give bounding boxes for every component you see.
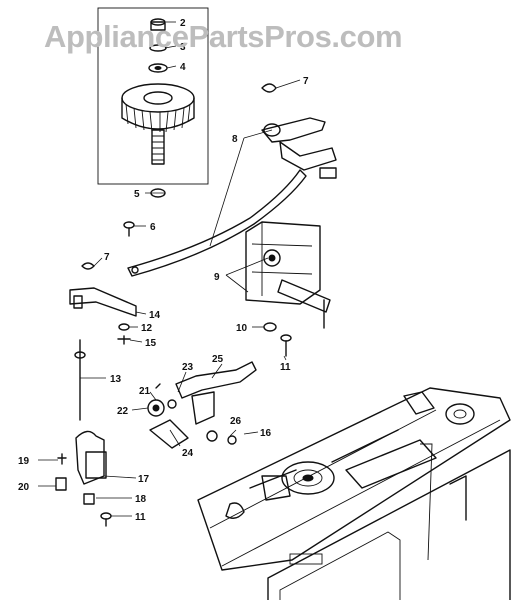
callout-11-lower: 11	[135, 512, 146, 523]
washer-part-10	[263, 322, 277, 332]
clip-part-7-lower	[81, 262, 95, 270]
block-part-20	[55, 477, 67, 491]
callout-22: 22	[117, 406, 129, 417]
callout-25: 25	[212, 354, 224, 365]
callout-2: 2	[180, 18, 186, 29]
bracket-arm-part-14	[69, 287, 137, 317]
callout-11-upper: 11	[280, 362, 291, 373]
screw-part-6	[123, 221, 135, 237]
screw-part-19	[57, 453, 67, 465]
watermark-text: AppliancePartsPros.com	[44, 19, 402, 54]
callout-17: 17	[138, 474, 150, 485]
callout-8: 8	[232, 134, 238, 145]
gear-assembly-inset-frame	[97, 7, 209, 185]
rod-part-13	[74, 339, 86, 421]
callout-23: 23	[182, 362, 194, 373]
callout-3: 3	[180, 42, 186, 53]
clip-part-7-upper	[261, 83, 277, 93]
callout-14: 14	[149, 310, 161, 321]
callout-5: 5	[134, 189, 140, 200]
screw-part-15	[117, 335, 131, 345]
screw-part-11-upper	[280, 334, 292, 357]
washer-part-12	[118, 323, 130, 331]
callout-26: 26	[230, 416, 242, 427]
callout-13: 13	[110, 374, 122, 385]
callout-21: 21	[139, 386, 151, 397]
spring-part-18	[83, 493, 95, 505]
gear-assembly	[121, 18, 195, 165]
callout-12: 12	[141, 323, 153, 334]
callout-15: 15	[145, 338, 157, 349]
callout-7-upper: 7	[303, 76, 309, 87]
callout-24: 24	[182, 448, 194, 459]
callout-16: 16	[260, 428, 272, 439]
leader-lines	[38, 21, 301, 517]
machine-housing	[197, 387, 511, 600]
lever-arm-part-8	[127, 117, 337, 277]
callout-19: 19	[18, 456, 30, 467]
callout-6: 6	[150, 222, 156, 233]
callout-9: 9	[214, 272, 220, 283]
callout-10: 10	[236, 323, 248, 334]
lower-bracket-part-17	[75, 430, 107, 485]
cam-linkage-cluster	[147, 361, 257, 449]
callout-18: 18	[135, 494, 147, 505]
screw-part-11-lower	[100, 512, 112, 527]
callout-4: 4	[180, 62, 186, 73]
callout-20: 20	[18, 482, 30, 493]
bracket-assembly-part-9	[245, 221, 331, 329]
callout-7-lower: 7	[104, 252, 110, 263]
